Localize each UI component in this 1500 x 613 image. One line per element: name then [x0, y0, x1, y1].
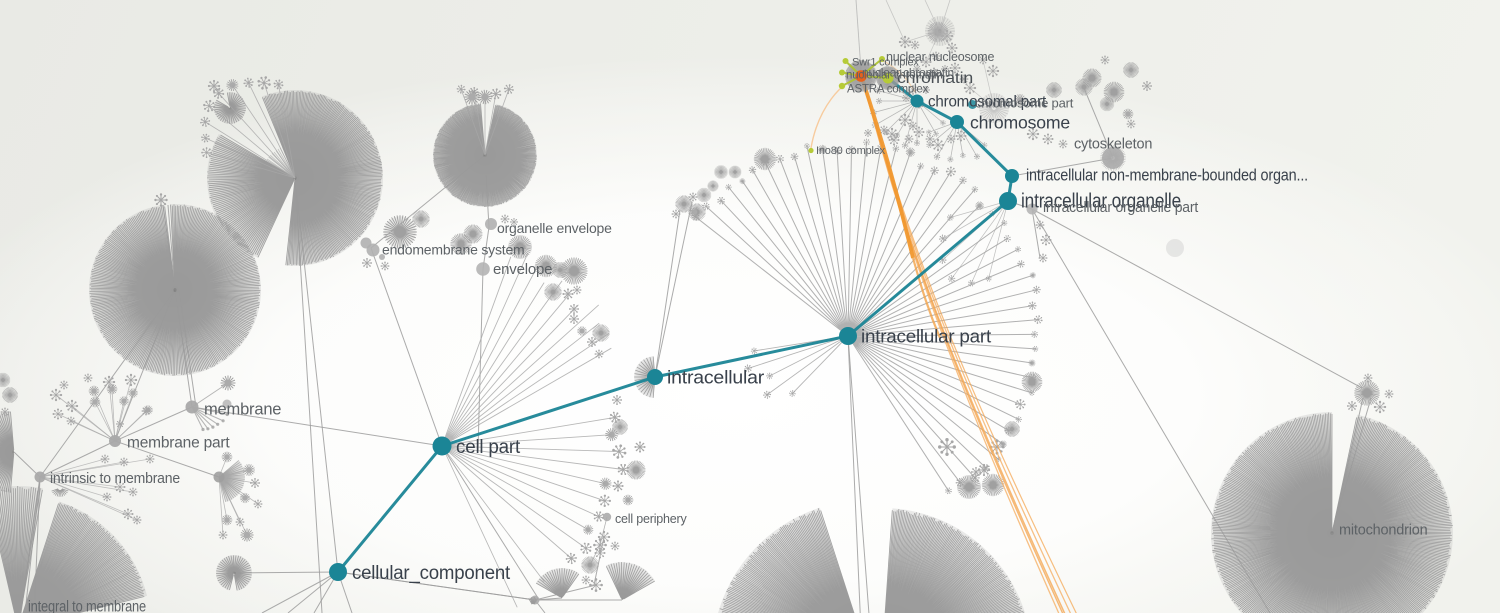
svg-text:cell part: cell part: [456, 437, 521, 458]
svg-text:nucleolar chromatin: nucleolar chromatin: [846, 70, 943, 82]
svg-text:Ino80 complex: Ino80 complex: [816, 145, 886, 157]
svg-text:nuclear chromatin: nuclear chromatin: [862, 66, 954, 80]
svg-text:intrinsic to membrane: intrinsic to membrane: [50, 470, 180, 487]
svg-text:envelope: envelope: [493, 261, 552, 278]
svg-text:Swr1 complex: Swr1 complex: [852, 56, 919, 68]
svg-text:chromosome: chromosome: [970, 113, 1070, 133]
svg-text:organelle envelope: organelle envelope: [497, 220, 612, 236]
svg-text:integral to membrane: integral to membrane: [28, 599, 146, 613]
svg-text:chromatin: chromatin: [897, 70, 973, 87]
svg-text:intracellular organelle part: intracellular organelle part: [1043, 199, 1199, 216]
svg-text:membrane: membrane: [204, 400, 281, 418]
svg-text:chromosome part: chromosome part: [975, 95, 1074, 110]
svg-text:cytoskeleton: cytoskeleton: [1074, 136, 1152, 152]
svg-text:intracellular non-membrane-bou: intracellular non-membrane-bounded organ…: [1026, 166, 1308, 184]
svg-text:mitochondrion: mitochondrion: [1339, 522, 1428, 538]
svg-text:ASTRA complex: ASTRA complex: [847, 84, 929, 96]
svg-text:cellular_component: cellular_component: [352, 563, 511, 584]
svg-text:chromosomal part: chromosomal part: [928, 94, 1047, 111]
svg-text:cell periphery: cell periphery: [615, 512, 687, 526]
svg-text:intracellular part: intracellular part: [861, 326, 991, 346]
svg-text:endomembrane system: endomembrane system: [382, 242, 525, 258]
svg-text:membrane part: membrane part: [127, 435, 230, 452]
svg-text:intracellular organelle: intracellular organelle: [1021, 190, 1181, 212]
svg-text:nuclear nucleosome: nuclear nucleosome: [886, 50, 995, 64]
svg-text:intracellular: intracellular: [667, 366, 764, 387]
